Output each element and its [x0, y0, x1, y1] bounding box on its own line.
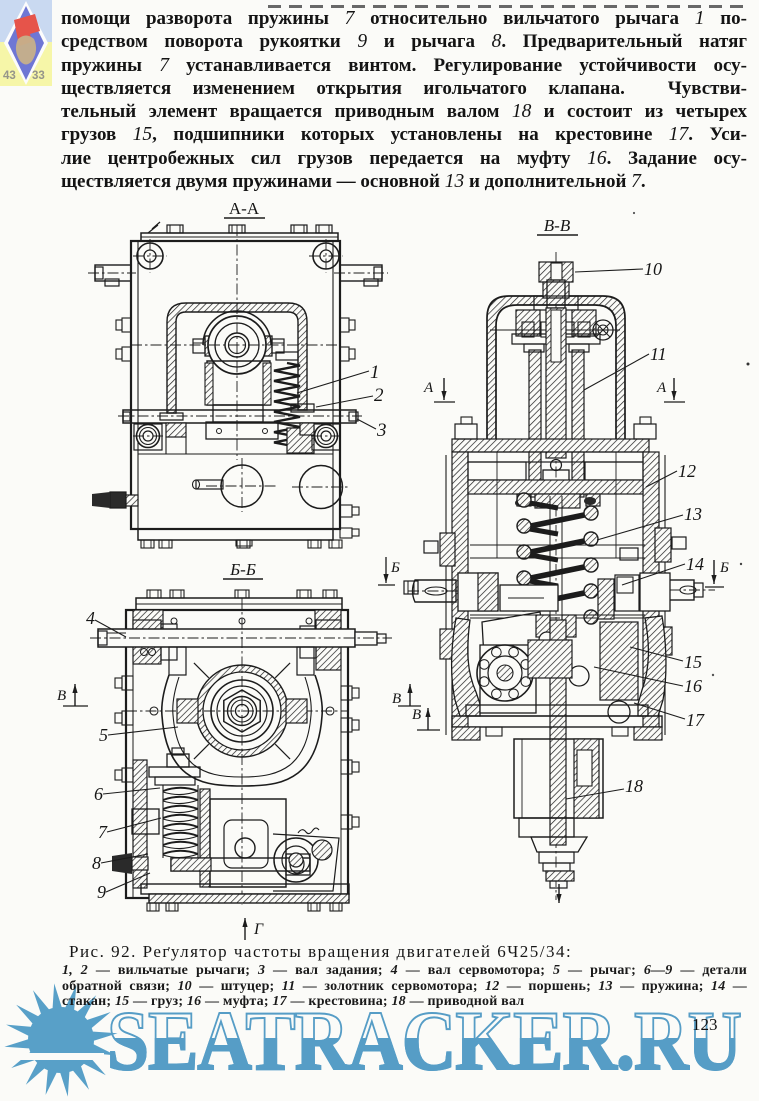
svg-text:В: В [392, 691, 401, 707]
svg-text:8: 8 [92, 853, 101, 873]
svg-text:18: 18 [625, 776, 643, 796]
svg-text:А-А: А-А [229, 199, 260, 218]
svg-text:15: 15 [684, 652, 702, 672]
svg-text:6: 6 [94, 784, 103, 804]
svg-text:1: 1 [370, 362, 380, 383]
svg-text:5: 5 [99, 725, 108, 745]
svg-text:Б: Б [390, 560, 400, 576]
svg-text:А: А [656, 380, 667, 396]
svg-text:В: В [412, 707, 421, 723]
svg-text:2: 2 [374, 385, 384, 406]
svg-text:Г: Г [253, 921, 264, 938]
svg-text:10: 10 [644, 259, 662, 279]
svg-text:Б-Б: Б-Б [229, 560, 256, 579]
svg-text:43: 43 [3, 70, 16, 82]
svg-text:14: 14 [686, 554, 704, 574]
svg-text:В-В: В-В [544, 216, 571, 235]
svg-text:13: 13 [684, 504, 702, 524]
svg-text:17: 17 [686, 710, 705, 730]
svg-text:В: В [57, 688, 66, 704]
svg-text:4: 4 [86, 608, 95, 628]
svg-text:33: 33 [32, 70, 45, 82]
svg-text:7: 7 [98, 822, 108, 842]
svg-text:Б: Б [719, 560, 729, 576]
svg-text:16: 16 [684, 676, 702, 696]
svg-text:3: 3 [376, 420, 387, 441]
svg-text:11: 11 [650, 344, 667, 364]
svg-text:12: 12 [678, 461, 696, 481]
svg-text:А: А [423, 380, 434, 396]
svg-text:9: 9 [97, 882, 106, 902]
